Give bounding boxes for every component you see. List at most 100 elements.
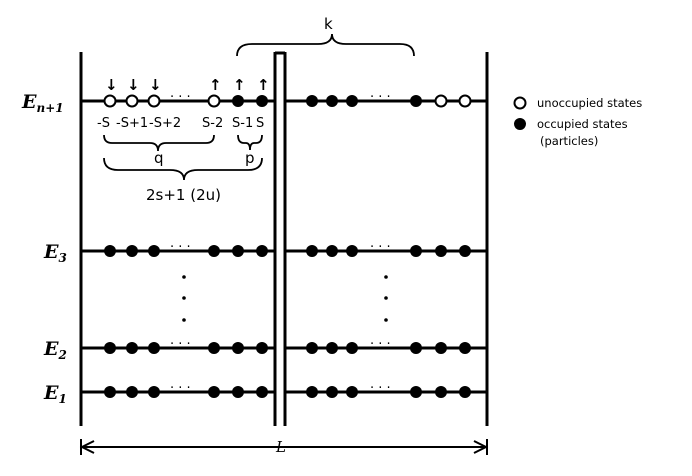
unoccupied-state	[125, 94, 139, 108]
brace-q	[103, 134, 215, 152]
occupied-state	[148, 342, 160, 354]
length-arrow-left-head	[79, 440, 95, 454]
occupied-state	[410, 245, 422, 257]
occupied-state	[306, 245, 318, 257]
occupied-state	[232, 95, 244, 107]
occupied-state	[326, 95, 338, 107]
spin-up-arrow: ↑	[209, 76, 222, 94]
legend-unoccupied-marker	[513, 96, 527, 110]
occupied-state	[410, 342, 422, 354]
vertical-ellipsis-right	[384, 275, 388, 322]
brace-label-k: k	[324, 15, 333, 33]
occupied-state	[208, 245, 220, 257]
occupied-state	[208, 386, 220, 398]
ellipsis-e3-left: . . .	[170, 236, 191, 251]
occupied-state	[104, 386, 116, 398]
occupied-state	[126, 245, 138, 257]
ellipsis-e1-left: . . .	[170, 377, 191, 392]
occupied-state	[208, 342, 220, 354]
occupied-state	[126, 386, 138, 398]
occupied-state	[346, 95, 358, 107]
occupied-state	[435, 386, 447, 398]
ellipsis-top-right: . . .	[370, 86, 391, 101]
occupied-state	[256, 95, 268, 107]
legend-occupied-note: (particles)	[540, 134, 598, 148]
occupied-state	[232, 245, 244, 257]
occupied-state	[459, 342, 471, 354]
unoccupied-state	[147, 94, 161, 108]
occupied-state	[256, 245, 268, 257]
occupied-state	[126, 342, 138, 354]
brace-p	[237, 134, 263, 151]
unoccupied-state	[103, 94, 117, 108]
ellipsis-dot	[384, 296, 388, 300]
occupied-state	[410, 386, 422, 398]
ellipsis-e2-right: . . .	[370, 333, 391, 348]
legend: unoccupied states occupied states (parti…	[513, 96, 642, 148]
unoccupied-state	[207, 94, 221, 108]
unoccupied-state	[434, 94, 448, 108]
occupied-state	[306, 95, 318, 107]
brace-label-total: 2s+1 (2u)	[146, 186, 221, 204]
length-label: L	[275, 438, 286, 456]
brace-total	[103, 157, 263, 181]
brace-label-q: q	[154, 149, 164, 167]
occupied-state	[104, 245, 116, 257]
ellipsis-dot	[182, 318, 186, 322]
length-arrow	[79, 439, 489, 455]
legend-unoccupied-label: unoccupied states	[537, 96, 642, 110]
level-label-e2: E2	[43, 338, 67, 362]
occupied-state	[232, 342, 244, 354]
vertical-ellipsis-left	[182, 275, 186, 322]
occupied-state	[306, 386, 318, 398]
ellipsis-e2-left: . . .	[170, 333, 191, 348]
occupied-state	[256, 386, 268, 398]
ellipsis-top-left: . . .	[170, 86, 191, 101]
length-arrow-right-head	[473, 440, 489, 454]
occupied-state	[346, 342, 358, 354]
spin-up-arrow: ↑	[257, 76, 270, 94]
site-label: S	[256, 116, 264, 131]
ellipsis-e1-right: . . .	[370, 377, 391, 392]
occupied-state	[346, 386, 358, 398]
occupied-state	[459, 386, 471, 398]
occupied-state	[256, 342, 268, 354]
occupied-state	[459, 245, 471, 257]
top-level-states	[103, 94, 472, 108]
ellipsis-dot	[384, 318, 388, 322]
ellipsis-e3-right: . . .	[370, 236, 391, 251]
occupied-state	[104, 342, 116, 354]
site-label: -S+1	[116, 116, 148, 131]
occupied-state	[326, 386, 338, 398]
ellipsis-dot	[182, 275, 186, 279]
filled-level-states	[104, 245, 471, 398]
spin-down-arrow: ↓	[149, 76, 162, 94]
spin-up-arrow: ↑	[233, 76, 246, 94]
spin-arrows: ↓ ↓ ↓ ↑ ↑ ↑	[105, 76, 270, 94]
occupied-state	[435, 245, 447, 257]
level-label-e3: E3	[43, 241, 67, 265]
occupied-state	[326, 342, 338, 354]
level-label-en1: En+1	[21, 91, 64, 115]
brace-label-p: p	[245, 149, 255, 167]
level-label-e1: E1	[43, 382, 67, 406]
ellipsis-dot	[384, 275, 388, 279]
site-label: S-2	[202, 116, 223, 131]
site-label: -S	[97, 116, 110, 131]
legend-occupied-label: occupied states	[537, 117, 628, 131]
site-label: -S+2	[149, 116, 181, 131]
spin-down-arrow: ↓	[105, 76, 118, 94]
ellipsis-dot	[182, 296, 186, 300]
occupied-state	[346, 245, 358, 257]
brace-k	[236, 33, 415, 57]
occupied-state	[148, 386, 160, 398]
unoccupied-state	[458, 94, 472, 108]
occupied-state	[435, 342, 447, 354]
spin-down-arrow: ↓	[127, 76, 140, 94]
site-label: S-1	[232, 116, 253, 131]
occupied-state	[232, 386, 244, 398]
occupied-state	[306, 342, 318, 354]
occupied-state	[326, 245, 338, 257]
